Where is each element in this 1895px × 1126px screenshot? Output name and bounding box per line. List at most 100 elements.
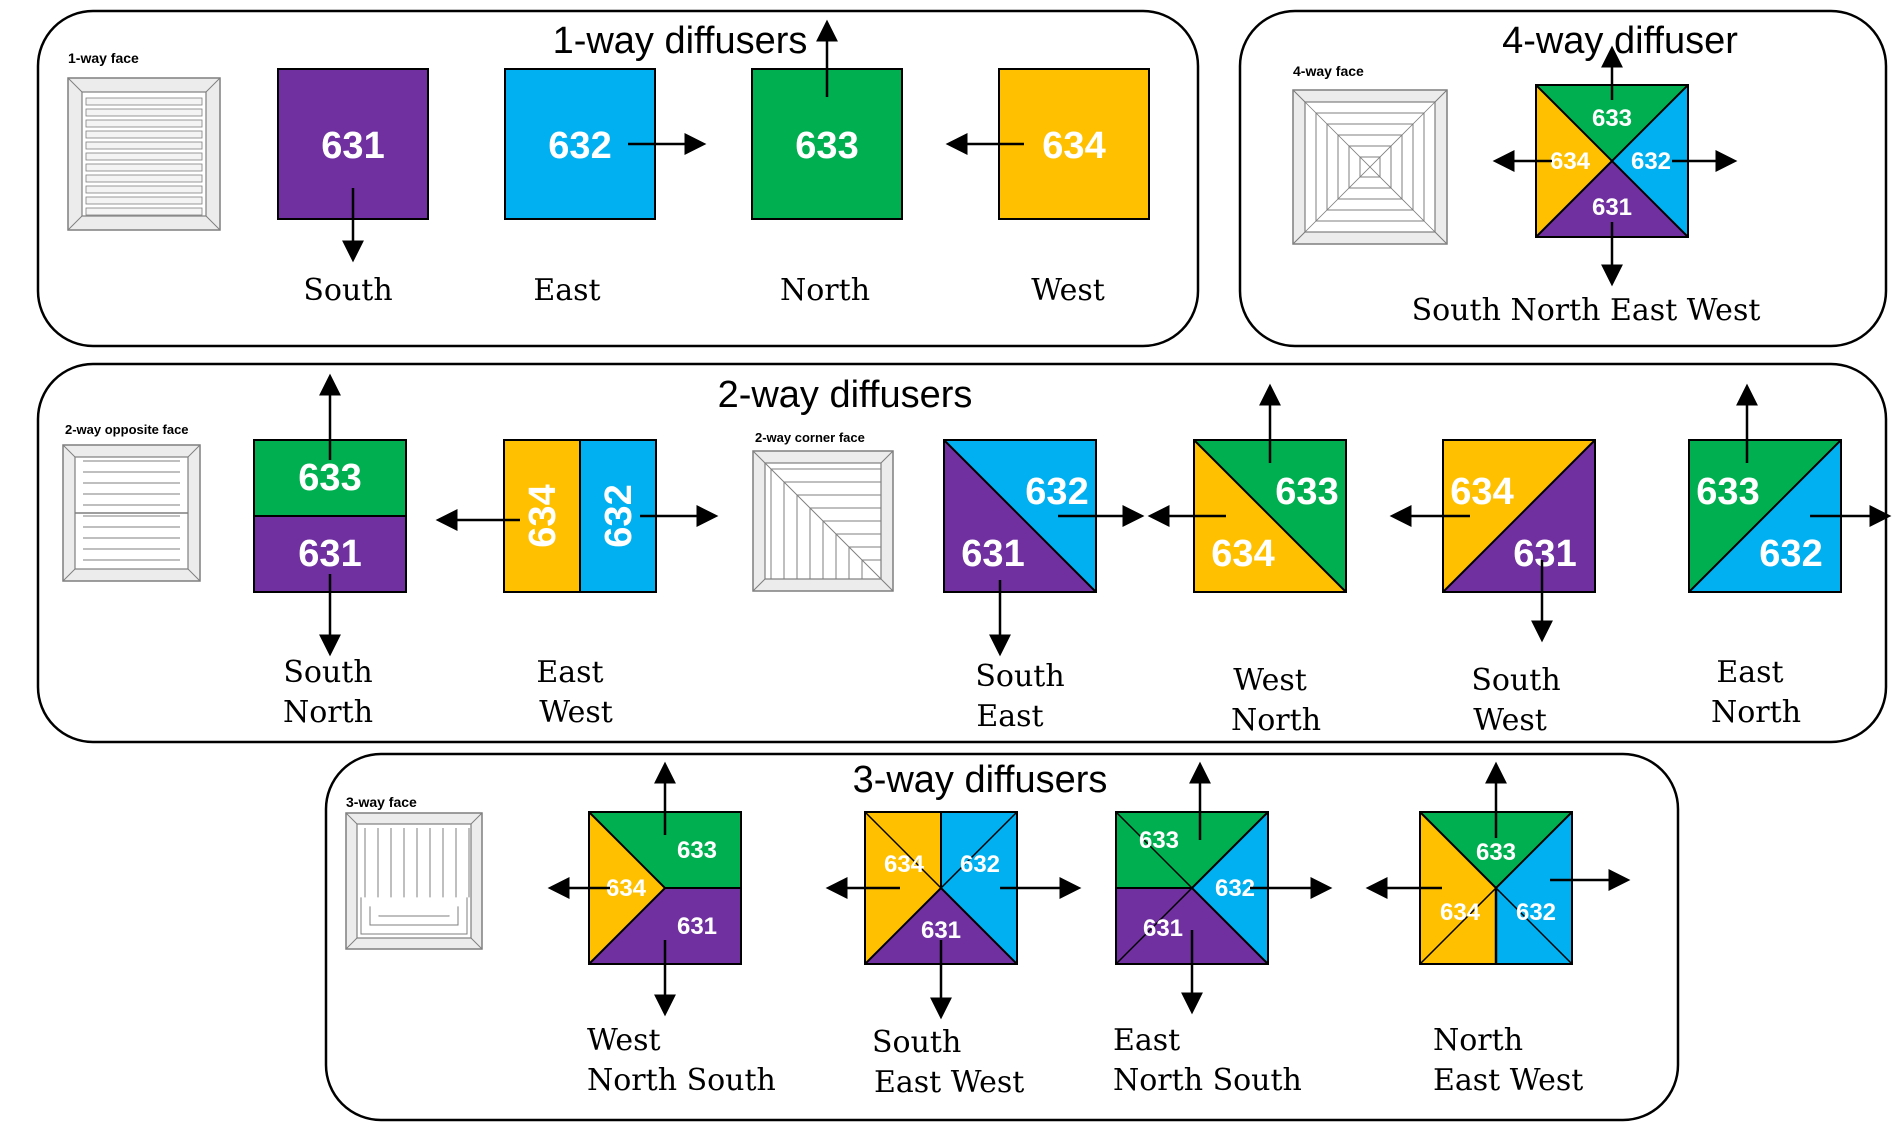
diagonal — [1688, 439, 1842, 593]
one-way-unit-632: 632 East — [504, 68, 707, 308]
region-634 — [865, 812, 941, 964]
diagonal — [1442, 439, 1596, 593]
grille-louvre — [85, 108, 203, 117]
two-way-unit-north-south: 633 631 South North — [253, 373, 407, 730]
panel-three-way: 3-way diffusers 3-way face 633 634 631 W… — [324, 752, 1680, 1122]
unit-label: 633 — [795, 125, 858, 167]
grille-louvre — [85, 185, 203, 194]
divider — [864, 811, 942, 889]
unit-label: 632 — [548, 125, 611, 167]
unit-label: 634 — [1550, 148, 1591, 175]
direction-line-2: North South — [1113, 1063, 1302, 1098]
direction-line-1: South — [872, 1025, 961, 1060]
grille-louvre — [85, 130, 203, 139]
unit-label: 634 — [606, 875, 647, 902]
grille-diagonal — [764, 462, 882, 580]
region-634 — [1420, 812, 1496, 964]
panel-four-way-border — [1238, 9, 1888, 348]
direction-label: West — [1031, 273, 1105, 308]
grille-louvre — [85, 196, 203, 205]
one-way-face-grille — [67, 77, 221, 231]
grille-ring — [1337, 134, 1403, 200]
divider — [940, 887, 1018, 965]
unit-label: 632 — [1759, 533, 1822, 575]
three-way-face-label: 3-way face — [346, 794, 417, 810]
diagonal — [1535, 84, 1689, 238]
divider — [1191, 887, 1269, 965]
direction-line-2: North — [1711, 695, 1801, 730]
grille-corner — [880, 578, 894, 592]
unit-label: 633 — [1139, 827, 1179, 854]
unit-label: 634 — [1042, 125, 1105, 167]
unit-label: 634 — [1440, 899, 1481, 926]
unit-label: 632 — [1631, 148, 1671, 175]
direction-line-1: South — [1471, 663, 1560, 698]
unit-label: 632 — [598, 484, 640, 547]
grille-ring — [1326, 123, 1414, 211]
panel-one-way-border — [36, 9, 1200, 348]
unit-label: 632 — [1025, 471, 1088, 513]
triangle-631 — [1536, 161, 1688, 237]
grille-corner — [205, 215, 221, 231]
direction-line-1: South — [283, 655, 372, 690]
direction-line-2: East West — [1433, 1063, 1583, 1098]
unit-label: 631 — [677, 913, 717, 940]
unit-label: 632 — [1215, 875, 1255, 902]
grille-corner — [187, 568, 201, 582]
grille-louvre — [85, 119, 203, 128]
three-way-unit-east-north-south: 633 632 631 East North South — [1113, 761, 1333, 1098]
grille-corner — [880, 450, 894, 464]
two-way-unit-east-west: 634 632 East West — [435, 439, 719, 730]
grille-louvre — [85, 97, 203, 106]
grille-inner — [356, 823, 472, 939]
region-631 — [1116, 888, 1268, 964]
two-way-unit-east-north: 633 632 East North — [1688, 383, 1892, 730]
unit-label: 634 — [884, 851, 925, 878]
grille-corner — [205, 77, 221, 93]
region-632 — [1496, 812, 1572, 964]
grille-corner — [752, 450, 766, 464]
panel-one-way: 1-way diffusers 1-way face 631 South 632… — [36, 9, 1200, 348]
region-631 — [589, 888, 741, 964]
triangle-634 — [1536, 85, 1612, 237]
grille-louvre — [85, 163, 203, 172]
grille-louvre — [85, 141, 203, 150]
direction-line-1: North — [1433, 1023, 1523, 1058]
unit-label: 633 — [1275, 471, 1338, 513]
grille-corner — [187, 444, 201, 458]
region-634 — [589, 812, 665, 964]
grille-ring — [1348, 145, 1392, 189]
direction-label: North — [780, 273, 870, 308]
half-634 — [504, 440, 580, 592]
triangle-632 — [1612, 85, 1688, 237]
divider — [1115, 811, 1193, 889]
triangle-633 — [1536, 85, 1688, 161]
grille-ring — [1315, 112, 1425, 222]
unit-label: 633 — [677, 837, 717, 864]
panel-three-way-border — [324, 752, 1680, 1122]
four-way-unit: 633 634 632 631 — [1492, 45, 1738, 287]
panel-three-way-title: 3-way diffusers — [853, 759, 1108, 801]
diagonal — [943, 439, 1097, 593]
three-way-unit-north-east-west: 633 634 632 North East West — [1365, 761, 1631, 1098]
grille-louvre — [369, 906, 459, 926]
grille-ring — [1359, 156, 1381, 178]
unit-label: 633 — [1476, 839, 1516, 866]
grille-corner — [345, 812, 358, 825]
grille-louvre — [360, 897, 468, 935]
unit-label: 632 — [1516, 899, 1556, 926]
region-633 — [589, 812, 741, 888]
two-way-opposite-face-grille — [62, 444, 201, 582]
divider — [864, 887, 942, 965]
three-way-unit-south-east-west: 634 632 631 South East West — [825, 811, 1082, 1100]
direction-line-2: West — [1473, 703, 1547, 738]
two-way-unit-south-east: 632 631 South East — [943, 439, 1145, 734]
unit-label: 633 — [1696, 471, 1759, 513]
two-way-opposite-face-label: 2-way opposite face — [65, 422, 189, 437]
grille-louvre — [85, 207, 203, 216]
two-way-corner-face-label: 2-way corner face — [755, 430, 865, 445]
unit-label: 633 — [1592, 105, 1632, 132]
region-631 — [865, 888, 1017, 964]
direction-label: East — [533, 273, 600, 308]
